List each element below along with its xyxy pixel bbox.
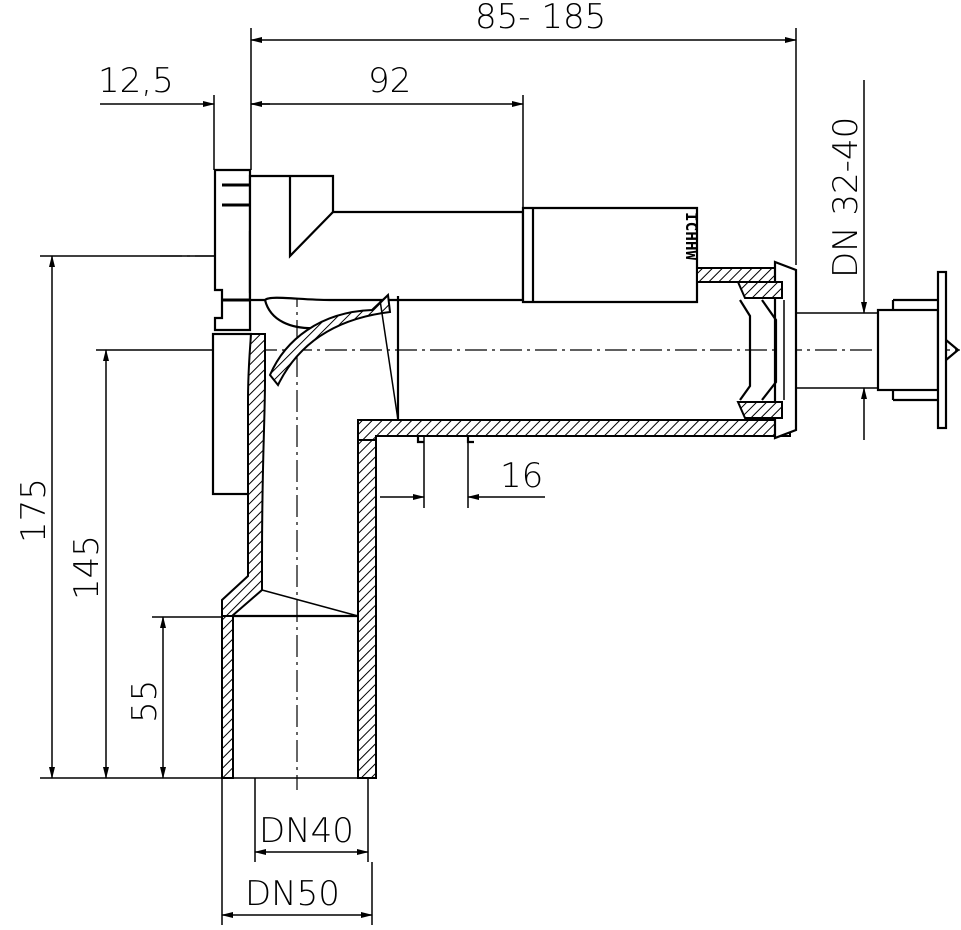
dimension-height-socket: 55 — [125, 616, 222, 779]
dimension-height-socket-label: 55 — [125, 680, 165, 723]
wall-rosette — [213, 168, 252, 332]
body-wall-left — [221, 333, 266, 617]
siphon-body: ICHHW — [211, 168, 798, 779]
dimension-height-center: 145 — [67, 349, 218, 779]
dimension-inlet-length: 92 — [250, 61, 524, 210]
dimension-inlet-length-label: 92 — [368, 61, 411, 101]
dimension-outlet-inner: DN40 — [254, 778, 369, 862]
extension-wall-top — [696, 267, 776, 283]
extension-wall-bottom — [357, 419, 791, 441]
brand-mark: ICHHW — [682, 212, 701, 261]
dimension-flange-offset: 12,5 — [98, 61, 270, 170]
dimension-flange-offset-label: 12,5 — [98, 61, 174, 101]
separate-connector — [876, 270, 960, 430]
inlet-nut — [521, 206, 699, 304]
dimension-height-total-label: 175 — [14, 478, 54, 543]
body-wall-inner-curve — [268, 292, 392, 387]
dimension-outlet-inner-label: DN40 — [259, 811, 354, 851]
dimension-connection-diameter: DN 32-40 — [790, 80, 878, 440]
dimension-height-center-label: 145 — [67, 535, 107, 600]
dimension-overall-length-label: 85- 185 — [475, 0, 606, 37]
dimension-outlet-outer-label: DN50 — [245, 874, 340, 914]
dimension-spacing: 16 — [380, 436, 545, 508]
dimension-overall-length: 85- 185 — [250, 0, 797, 265]
body-wall-right — [357, 419, 377, 779]
dimension-spacing-label: 16 — [500, 456, 543, 496]
dimension-connection-diameter-label: DN 32-40 — [826, 117, 866, 278]
dimension-outlet-outer: DN50 — [221, 778, 373, 925]
center-lines — [160, 250, 960, 790]
